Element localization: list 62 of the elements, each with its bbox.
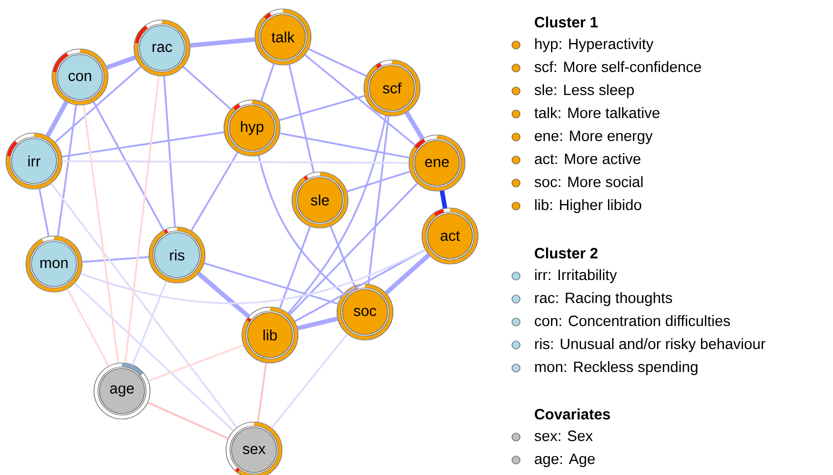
edge-line <box>62 160 409 164</box>
edge-line <box>92 101 164 231</box>
edge-line <box>182 66 232 110</box>
legend-text: mon: Reckless spending <box>535 361 698 376</box>
edge-line <box>147 402 229 440</box>
legend-text: hyp: Hyperactivity <box>535 38 654 52</box>
edge-line <box>280 132 410 159</box>
legend-text: rac: Racing thoughts <box>535 292 672 306</box>
legend-text: age: Age <box>534 454 595 468</box>
edge-line <box>346 170 410 192</box>
edge-line <box>62 131 224 158</box>
legend-heading: Cluster 2 <box>534 248 598 258</box>
edge-line <box>80 248 426 304</box>
edge-line <box>308 48 367 77</box>
edge-line <box>296 316 338 331</box>
edge-line <box>57 104 78 236</box>
legend-text: talk: More talkative <box>534 107 660 118</box>
edge-line <box>38 188 50 236</box>
legend-text: con: Concentration difficulties <box>534 315 730 326</box>
edge-line <box>330 226 356 286</box>
edge-line <box>270 333 348 429</box>
edge-line <box>294 248 426 322</box>
edge-line <box>289 182 418 316</box>
edge-line <box>288 115 387 314</box>
edge-line <box>196 272 250 318</box>
edge-line <box>190 37 256 48</box>
legend-text: ris: Unusual and/or risky behaviour <box>535 338 766 352</box>
legend-text: lib: Higher libido <box>535 199 642 214</box>
edge-line <box>46 100 68 138</box>
edge-line <box>82 104 120 364</box>
edge-line <box>106 55 136 70</box>
edge-line <box>260 63 275 102</box>
legend-text: sle: Less sleep <box>534 84 634 98</box>
edge-line <box>440 190 448 209</box>
edge-line <box>257 362 268 422</box>
legend-heading: Cluster 1 <box>534 16 598 28</box>
edge-line <box>190 152 238 232</box>
edge-line <box>278 94 366 122</box>
edge-line <box>82 256 149 263</box>
edge-line <box>258 155 344 294</box>
legend-text: soc: More social <box>534 176 643 188</box>
edge-line <box>204 262 338 305</box>
legend-text: scf: More self-confidence <box>534 61 701 72</box>
edge-line <box>50 182 238 428</box>
legend-text: act: More active <box>534 153 640 164</box>
edge-line <box>163 76 176 227</box>
edge-line <box>124 76 160 364</box>
edge-line <box>404 111 424 140</box>
edge-line <box>74 282 234 432</box>
legend-text: sex: Sex <box>534 430 593 442</box>
edge-line <box>132 280 168 366</box>
edge-line <box>148 344 244 382</box>
legend-heading: Covariates <box>534 408 610 420</box>
legend-text: irr: Irritability <box>535 269 617 284</box>
edge-line <box>278 226 312 309</box>
edge-line <box>367 116 390 284</box>
edge-line <box>304 54 416 146</box>
legend-text: ene: More energy <box>534 130 653 144</box>
edge-line <box>288 64 315 173</box>
edge-line <box>54 66 142 143</box>
edge-line <box>66 288 110 367</box>
edge-line <box>384 253 430 295</box>
